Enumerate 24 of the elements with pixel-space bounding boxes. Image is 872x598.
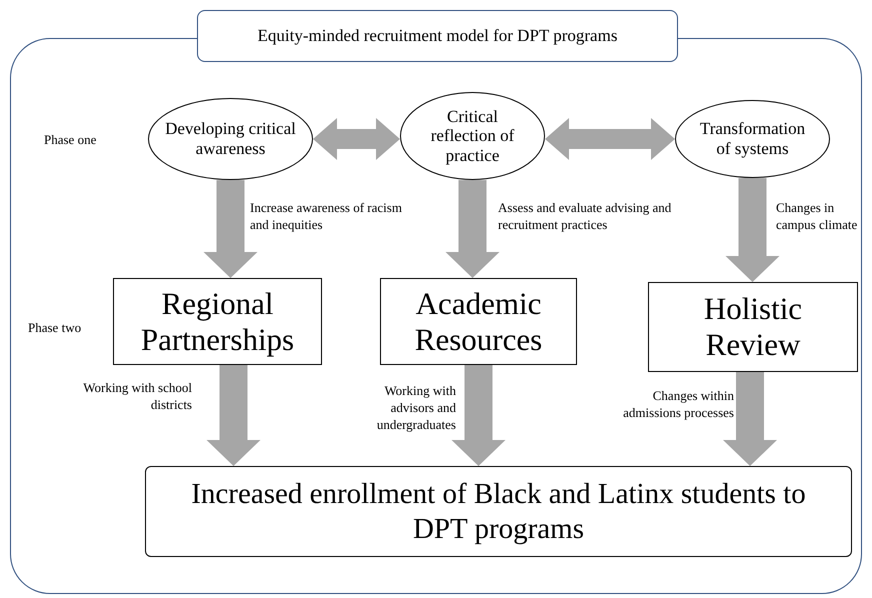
ellipse-node: Transformation of systems	[675, 100, 830, 178]
process-box: Increased enrollment of Black and Latinx students to DPT programs	[145, 466, 852, 557]
block-arrow	[723, 372, 777, 466]
block-arrow	[452, 365, 506, 466]
process-box: Holistic Review	[648, 282, 858, 372]
block-arrow	[545, 118, 675, 160]
process-box: Regional Partnerships	[113, 278, 322, 365]
block-arrow	[446, 180, 500, 278]
ellipse-node: Developing critical awareness	[148, 98, 313, 180]
title-box: Equity-minded recruitment model for DPT programs	[197, 10, 678, 62]
phase-label: Phase one	[44, 131, 96, 149]
edge-label: Working with advisors and undergraduates	[376, 383, 456, 434]
edge-label: Working with school districts	[82, 380, 192, 414]
block-arrow	[206, 365, 260, 466]
edge-label: Assess and evaluate advising and recruitment practices	[498, 200, 672, 234]
block-arrow	[204, 180, 258, 278]
block-arrow	[726, 178, 780, 282]
edge-label: Changes in campus climate	[776, 200, 858, 234]
edge-label: Increase awareness of racism and inequities	[250, 200, 403, 234]
block-arrow	[313, 118, 400, 160]
process-box: Academic Resources	[380, 278, 577, 365]
ellipse-node: Critical reflection of practice	[400, 92, 545, 180]
phase-label: Phase two	[28, 319, 82, 337]
edge-label: Changes within admissions processes	[622, 388, 734, 422]
